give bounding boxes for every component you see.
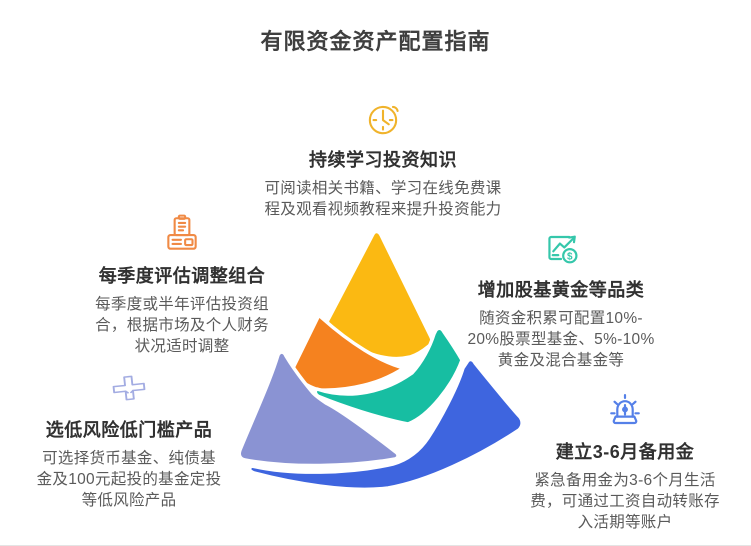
- section-body: 紧急备用金为3-6个月生活 费，可通过工资自动转账存 入活期等账户: [530, 472, 720, 531]
- page-title: 有限资金资产配置指南: [260, 29, 491, 54]
- report-machine-icon: [62, 212, 302, 256]
- svg-text:$: $: [567, 251, 573, 262]
- section-reserve: 建立3-6月备用金 紧急备用金为3-6个月生活 费，可通过工资自动转账存 入活期…: [505, 388, 745, 533]
- growth-chart-icon: $: [441, 226, 681, 270]
- section-title: 建立3-6月备用金: [555, 442, 695, 462]
- section-body: 随资金积累可配置10%- 20%股票型基金、5%-10% 黄金及混合基金等: [467, 310, 655, 369]
- section-diversify: $ 增加股基黄金等品类 随资金积累可配置10%- 20%股票型基金、5%-10%…: [441, 226, 681, 371]
- section-title: 选低风险低门槛产品: [45, 420, 213, 440]
- pyramid-layer-fourth-left: [237, 350, 400, 468]
- section-lowrisk: 选低风险低门槛产品 可选择货币基金、纯债基 金及100元起投的基金定投 等低风险…: [9, 366, 249, 511]
- plus-cross-icon: [9, 366, 249, 410]
- pyramid-graphic: [237, 229, 524, 492]
- pyramid-layer-base-right: [247, 357, 524, 492]
- alarm-clock-icon: [248, 96, 518, 140]
- allocation-pyramid: [230, 210, 525, 505]
- section-title: 每季度评估调整组合: [98, 266, 266, 286]
- section-title: 增加股基黄金等品类: [477, 280, 645, 300]
- section-body: 每季度或半年评估投资组 合，根据市场及个人财务 状况适时调整: [95, 296, 269, 355]
- section-body: 可选择货币基金、纯债基 金及100元起投的基金定投 等低风险产品: [36, 450, 222, 509]
- section-title: 持续学习投资知识: [309, 150, 457, 170]
- section-review: 每季度评估调整组合 每季度或半年评估投资组 合，根据市场及个人财务 状况适时调整: [62, 212, 302, 357]
- section-learn: 持续学习投资知识 可阅读相关书籍、学习在线免费课 程及观看视频教程来提升投资能力: [248, 96, 518, 220]
- siren-icon: [505, 388, 745, 432]
- section-body: 可阅读相关书籍、学习在线免费课 程及观看视频教程来提升投资能力: [264, 180, 502, 218]
- pyramid-layer-third: [313, 326, 464, 426]
